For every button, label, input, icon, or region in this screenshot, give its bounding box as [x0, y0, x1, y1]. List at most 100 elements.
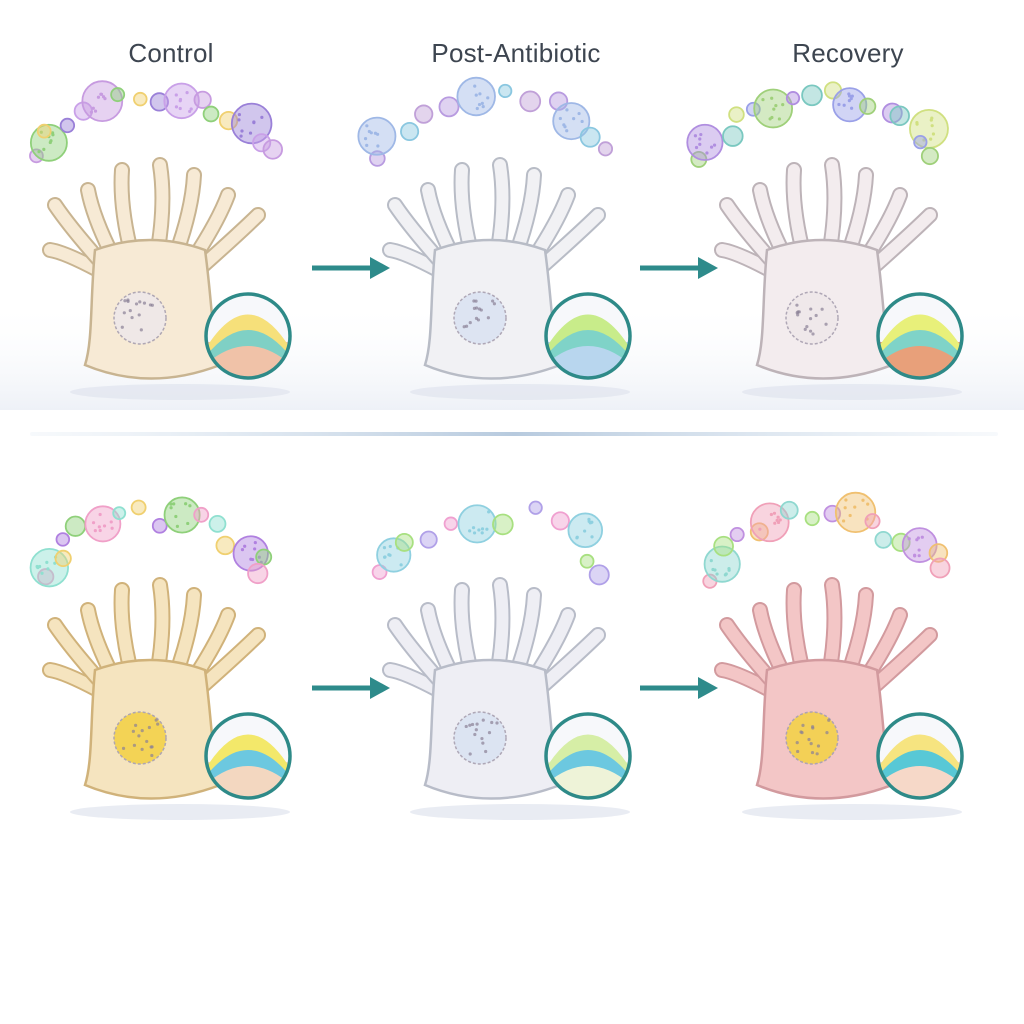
microbe-dot	[727, 566, 731, 571]
symbiont-granule	[809, 307, 813, 311]
microbe-dot	[172, 502, 176, 506]
symbiont-granule	[490, 720, 494, 725]
symbiont-granule	[138, 300, 142, 304]
title-recovery: Recovery	[792, 38, 904, 68]
microbe-dot	[773, 521, 777, 525]
title-control: Control	[128, 38, 214, 68]
microbe-dot	[97, 525, 101, 529]
symbiont-granule	[468, 321, 472, 325]
microbe	[749, 522, 769, 542]
symbiont-granule	[808, 329, 813, 333]
symbiont-granule	[827, 718, 831, 722]
microbe	[874, 530, 893, 549]
microbe	[438, 96, 460, 118]
microbe	[804, 510, 820, 527]
microbe-dot	[770, 96, 774, 100]
symbiont-cell	[453, 291, 507, 345]
symbiont-granule	[472, 306, 477, 310]
symbiont-granule	[820, 307, 824, 311]
microbe-dot	[96, 95, 101, 99]
microbe-dot	[36, 565, 40, 570]
symbiont-granule	[122, 311, 126, 315]
microbe-dot	[363, 137, 368, 141]
inset-mucus-band	[546, 330, 630, 364]
symbiont-granule	[148, 303, 153, 307]
microbe-colony	[686, 123, 724, 161]
microbe-dot	[480, 531, 484, 535]
microbe	[579, 126, 601, 148]
inset-outer-band	[878, 734, 962, 778]
microbe-dot	[240, 129, 244, 133]
microbe-dot	[260, 115, 264, 120]
microbe-dot	[907, 537, 911, 541]
symbiont-granule	[470, 722, 475, 727]
microbe	[133, 91, 148, 107]
microbe-dot	[843, 506, 847, 510]
microbe-dot	[853, 505, 857, 509]
arrow-head	[698, 257, 718, 279]
microbe-dot	[367, 129, 371, 134]
microbe-dot	[715, 572, 719, 576]
microbe-dot	[761, 98, 765, 102]
microbe-dot	[775, 518, 779, 522]
microbe-dot	[480, 527, 485, 531]
microbe	[215, 535, 235, 556]
microbe	[891, 532, 911, 552]
symbiont-granule	[123, 299, 127, 303]
microbe-dot	[188, 504, 192, 508]
symbiont-granule	[150, 753, 154, 758]
microbe	[519, 90, 542, 113]
microbe	[913, 134, 928, 150]
inset-mucus-band	[878, 330, 962, 364]
microbe-dot	[477, 102, 482, 107]
microbe-dot	[709, 145, 714, 149]
microbe	[414, 104, 434, 124]
microbe-dot	[693, 134, 698, 138]
microbe-dot	[930, 124, 934, 128]
microbe-dot	[709, 558, 713, 563]
symbiont-granule	[810, 750, 815, 755]
microbe-colony	[357, 116, 397, 156]
symbiont-granule	[801, 723, 805, 727]
microbe	[262, 139, 283, 160]
panel-recovery-row-2	[702, 491, 964, 820]
microbe-dot	[920, 535, 924, 539]
microbe-dot	[174, 93, 178, 97]
symbiont-granule	[814, 313, 818, 318]
microbe	[920, 147, 939, 166]
microbe	[785, 91, 801, 106]
microbe-dot	[103, 97, 107, 101]
arrow-head	[698, 677, 718, 699]
microbe-dot	[577, 111, 581, 116]
microbe-dot	[772, 511, 777, 515]
microbe-dot	[365, 124, 369, 128]
microbe-colony	[832, 87, 868, 123]
inset-outer-band	[206, 734, 290, 778]
microbe-dot	[861, 498, 865, 502]
inset-mucus-band	[206, 330, 290, 364]
microbe-dot	[383, 555, 387, 559]
microbe-dot	[365, 143, 369, 147]
microbe-dot	[847, 92, 851, 96]
microbe-dot	[89, 110, 94, 114]
symbiont-granule	[811, 725, 815, 729]
microbe-dot	[698, 137, 702, 141]
microbe	[59, 117, 76, 134]
microbe-dot	[39, 130, 43, 134]
microbe-colony	[552, 102, 591, 141]
microbe-dot	[257, 555, 261, 559]
microbe-colony	[29, 547, 69, 588]
microbe-dot	[931, 132, 936, 136]
polyp-shadow	[410, 384, 630, 400]
microbe	[36, 123, 52, 139]
microbe	[779, 500, 799, 520]
microbe	[193, 506, 210, 523]
symbiont-granule	[795, 303, 799, 307]
symbiont-granule	[809, 742, 813, 746]
microbe-colony	[703, 545, 741, 583]
inset-outer-band	[546, 314, 630, 358]
symbiont-granule	[475, 722, 479, 726]
panel-control-row-2	[29, 496, 292, 820]
microbe-dot	[929, 118, 933, 122]
microbe	[889, 105, 910, 127]
